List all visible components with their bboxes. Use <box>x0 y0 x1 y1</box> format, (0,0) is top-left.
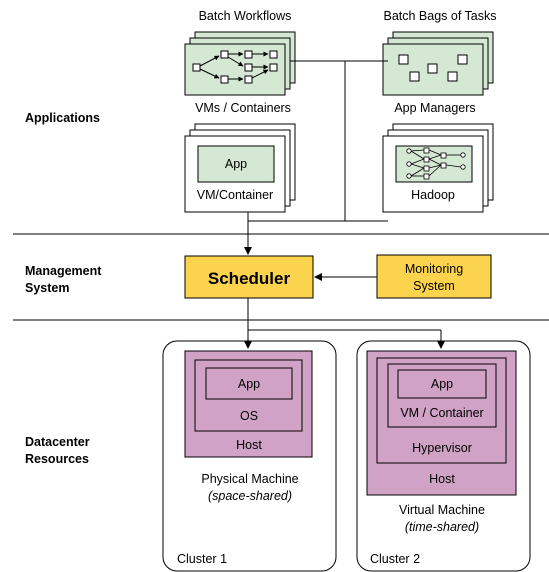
virtual-host-label: Host <box>429 472 455 486</box>
row-label-datacenter: Datacenter <box>25 435 90 449</box>
batch-bags-title: Batch Bags of Tasks <box>383 9 496 23</box>
row-label-datacenter-2: Resources <box>25 452 89 466</box>
virtual-vm-label: VM / Container <box>400 406 483 420</box>
physical-machine-note: (space-shared) <box>208 489 292 503</box>
physical-app-box <box>205 367 293 400</box>
batch-bags-stack <box>382 31 494 96</box>
hypervisor-label: Hypervisor <box>412 441 472 455</box>
cluster-1 <box>162 340 337 572</box>
virtual-host-box <box>366 350 517 496</box>
cluster-1-label: Cluster 1 <box>177 552 227 566</box>
vms-containers-stack <box>184 123 296 213</box>
scheduler-label: Scheduler <box>208 269 291 288</box>
vm-container-label: VM/Container <box>197 188 273 202</box>
vm-container-box <box>387 363 497 428</box>
cluster-2-label: Cluster 2 <box>370 552 420 566</box>
mapreduce-icon <box>406 147 466 180</box>
physical-host-label: Host <box>236 438 262 452</box>
physical-machine-caption: Physical Machine <box>201 472 298 486</box>
virtual-app-box <box>397 369 487 399</box>
hadoop-label: Hadoop <box>411 188 455 202</box>
row-label-applications: Applications <box>25 111 100 125</box>
task-squares-icon <box>398 54 468 82</box>
scheduler-connectors <box>244 298 445 349</box>
monitoring-label-2: System <box>413 279 455 293</box>
cluster-2 <box>356 340 531 572</box>
physical-app-label: App <box>238 377 260 391</box>
hypervisor-box <box>376 357 507 464</box>
vms-containers-title: VMs / Containers <box>195 101 291 115</box>
row-label-management: Management <box>25 264 102 278</box>
scheduler-box <box>184 255 314 299</box>
virtual-app-label: App <box>431 377 453 391</box>
app-managers-stack <box>382 123 494 213</box>
row-label-management-2: System <box>25 281 69 295</box>
batch-workflows-stack <box>184 31 296 96</box>
monitoring-box <box>376 254 492 299</box>
app-managers-title: App Managers <box>394 101 475 115</box>
app-connectors <box>244 60 388 255</box>
physical-os-label: OS <box>240 409 258 423</box>
vm-app-box <box>197 145 275 183</box>
vm-app-label: App <box>225 157 247 171</box>
physical-os-box <box>194 359 303 432</box>
virtual-machine-caption: Virtual Machine <box>399 503 485 517</box>
batch-workflows-title: Batch Workflows <box>199 9 292 23</box>
virtual-machine-note: (time-shared) <box>405 520 479 534</box>
monitoring-label-1: Monitoring <box>405 262 463 276</box>
